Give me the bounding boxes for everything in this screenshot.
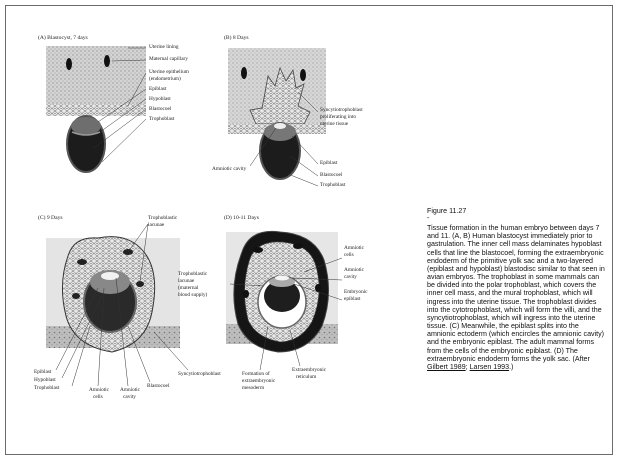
label-extraemb-reticulum-2: reticulum: [296, 375, 316, 380]
label-syncytiotrophoblast-b2: proliferating into: [320, 115, 356, 120]
label-amniotic-cells-c2: cells: [93, 395, 103, 400]
label-blastocoel-b: Blastocoel: [320, 173, 342, 178]
label-hypoblast-a: Hypoblast: [149, 97, 171, 102]
label-extraemb-mesoderm-2: extraembryonic: [242, 379, 275, 384]
panel-c-drawing: [46, 224, 188, 386]
label-troph-lacunae-c2: lacunae: [148, 223, 164, 228]
label-blastocoel-c: Blastocoel: [147, 384, 169, 389]
label-troph-lacunae-d2: lacunae: [178, 279, 194, 284]
panel-d-drawing: [226, 231, 342, 370]
label-troph-lacunae-d3: (maternal: [178, 286, 198, 291]
label-trophoblast-a: Trophoblast: [149, 117, 174, 122]
maternal-capillary-a2: [104, 55, 110, 67]
label-hypoblast-c: Hypoblast: [34, 378, 56, 383]
caption-separator: -: [427, 215, 605, 224]
label-amniotic-cells-d2: cells: [344, 253, 354, 258]
panel-d-title: (D) 10-11 Days: [224, 216, 259, 222]
panel-b-title: (B) 8 Days: [224, 36, 249, 42]
label-epiblast-a: Epiblast: [149, 87, 166, 92]
label-extraemb-mesoderm-3: mesoderm: [242, 386, 264, 391]
label-extraemb-reticulum-1: Extraembryonic: [292, 368, 326, 373]
label-amniotic-cavity-c1: Amniotic: [120, 388, 140, 393]
label-embryonic-epiblast-d2: epiblast: [344, 297, 360, 302]
label-amniotic-cavity-c2: cavity: [123, 395, 136, 400]
label-troph-lacunae-d4: blood supply): [178, 293, 207, 298]
label-amniotic-cells-c1: Amniotic: [89, 388, 109, 393]
label-troph-lacunae-c1: Trophoblastic: [148, 216, 177, 221]
embryo-figure: (A) Blastocyst, 7 days Uterine lining Ma…: [28, 26, 403, 436]
label-endometrium: (endometrium): [149, 77, 181, 82]
panel-a-title: (A) Blastocyst, 7 days: [38, 36, 88, 42]
label-amniotic-cells-d1: Amniotic: [344, 246, 364, 251]
caption-text: Tissue formation in the human embryo bet…: [427, 224, 605, 363]
label-amniotic-cavity-b: Amniotic cavity: [212, 167, 246, 172]
label-trophoblast-c: Trophoblast: [34, 386, 59, 391]
caption-ref-suffix: .): [509, 363, 513, 371]
label-amniotic-cavity-d1: Amniotic: [344, 268, 364, 273]
label-maternal-capillary: Maternal capillary: [149, 57, 188, 62]
label-epiblast-b: Epiblast: [320, 161, 337, 166]
panel-a-drawing: [46, 46, 146, 172]
figure-caption: Figure 11.27 - Tissue formation in the h…: [427, 207, 605, 371]
label-amniotic-cavity-d2: cavity: [344, 275, 357, 280]
maternal-capillary-a1: [66, 58, 72, 70]
label-syncytiotrophoblast-b1: Syncytiotrophoblast: [320, 108, 363, 113]
caption-ref-prefix: (After: [573, 355, 590, 363]
label-blastocoel-a: Blastocoel: [149, 107, 171, 112]
label-uterine-lining: Uterine lining: [149, 45, 179, 50]
label-syncytiotrophoblast-b3: uterine tissue: [320, 122, 348, 127]
reference-link-larsen[interactable]: Larsen 1993: [470, 363, 509, 371]
reference-link-gilbert[interactable]: Gilbert 1989: [427, 363, 466, 371]
label-embryonic-epiblast-d1: Embryonic: [344, 290, 368, 295]
slide: (A) Blastocyst, 7 days Uterine lining Ma…: [5, 5, 613, 455]
label-extraemb-mesoderm-1: Formation of: [242, 372, 270, 377]
panel-c-title: (C) 9 Days: [38, 216, 63, 222]
label-syncytiotrophoblast-c: Syncytiotrophoblast: [178, 372, 221, 377]
label-trophoblast-b: Trophoblast: [320, 183, 345, 188]
figure-number: Figure 11.27: [427, 207, 605, 215]
label-troph-lacunae-d1: Trophoblastic: [178, 272, 207, 277]
inner-cell-mass-a: [71, 117, 101, 135]
label-uterine-epithelium: Uterine epithelium: [149, 70, 189, 75]
label-epiblast-c: Epiblast: [34, 370, 51, 375]
